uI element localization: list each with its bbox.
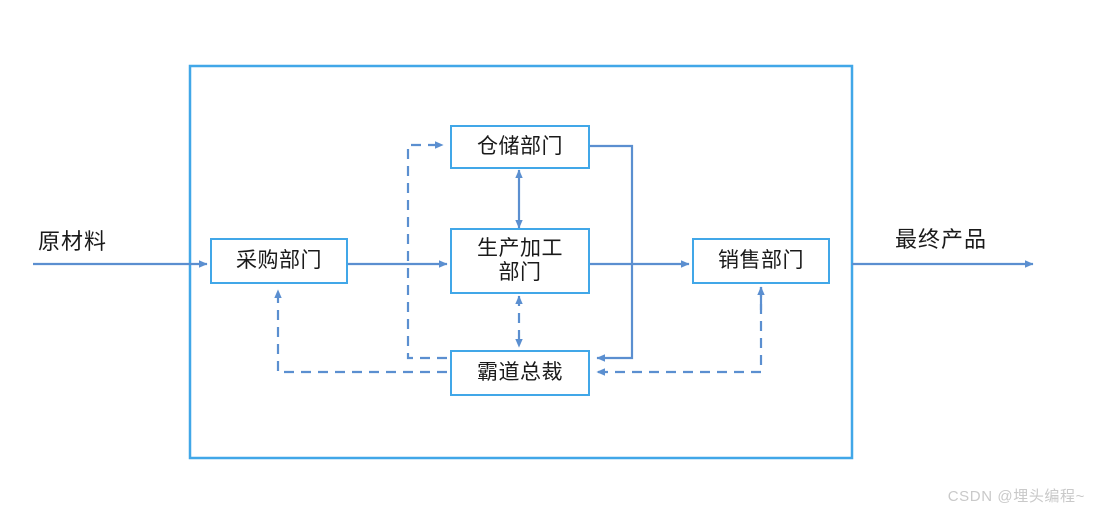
node-boss-label: 霸道总裁 bbox=[477, 360, 563, 385]
node-boss[interactable]: 霸道总裁 bbox=[450, 350, 590, 396]
node-sales[interactable]: 销售部门 bbox=[692, 238, 830, 284]
node-procurement[interactable]: 采购部门 bbox=[210, 238, 348, 284]
edge-warehouse-to-boss bbox=[590, 144, 634, 362]
node-production[interactable]: 生产加工 部门 bbox=[450, 228, 590, 294]
node-sales-label: 销售部门 bbox=[718, 248, 804, 273]
output-label: 最终产品 bbox=[895, 227, 988, 252]
edge-boss-to-warehouse bbox=[406, 141, 447, 360]
node-warehouse-label: 仓储部门 bbox=[477, 134, 563, 159]
watermark: CSDN @埋头编程~ bbox=[947, 488, 1085, 505]
edge-sales-to-boss bbox=[596, 287, 763, 376]
node-warehouse[interactable]: 仓储部门 bbox=[450, 125, 590, 169]
system-boundary-box bbox=[188, 64, 854, 460]
node-procurement-label: 采购部门 bbox=[236, 248, 322, 273]
node-production-label: 生产加工 部门 bbox=[477, 236, 563, 284]
edge-boss-to-procurement bbox=[274, 289, 447, 374]
input-label: 原材料 bbox=[38, 229, 108, 254]
